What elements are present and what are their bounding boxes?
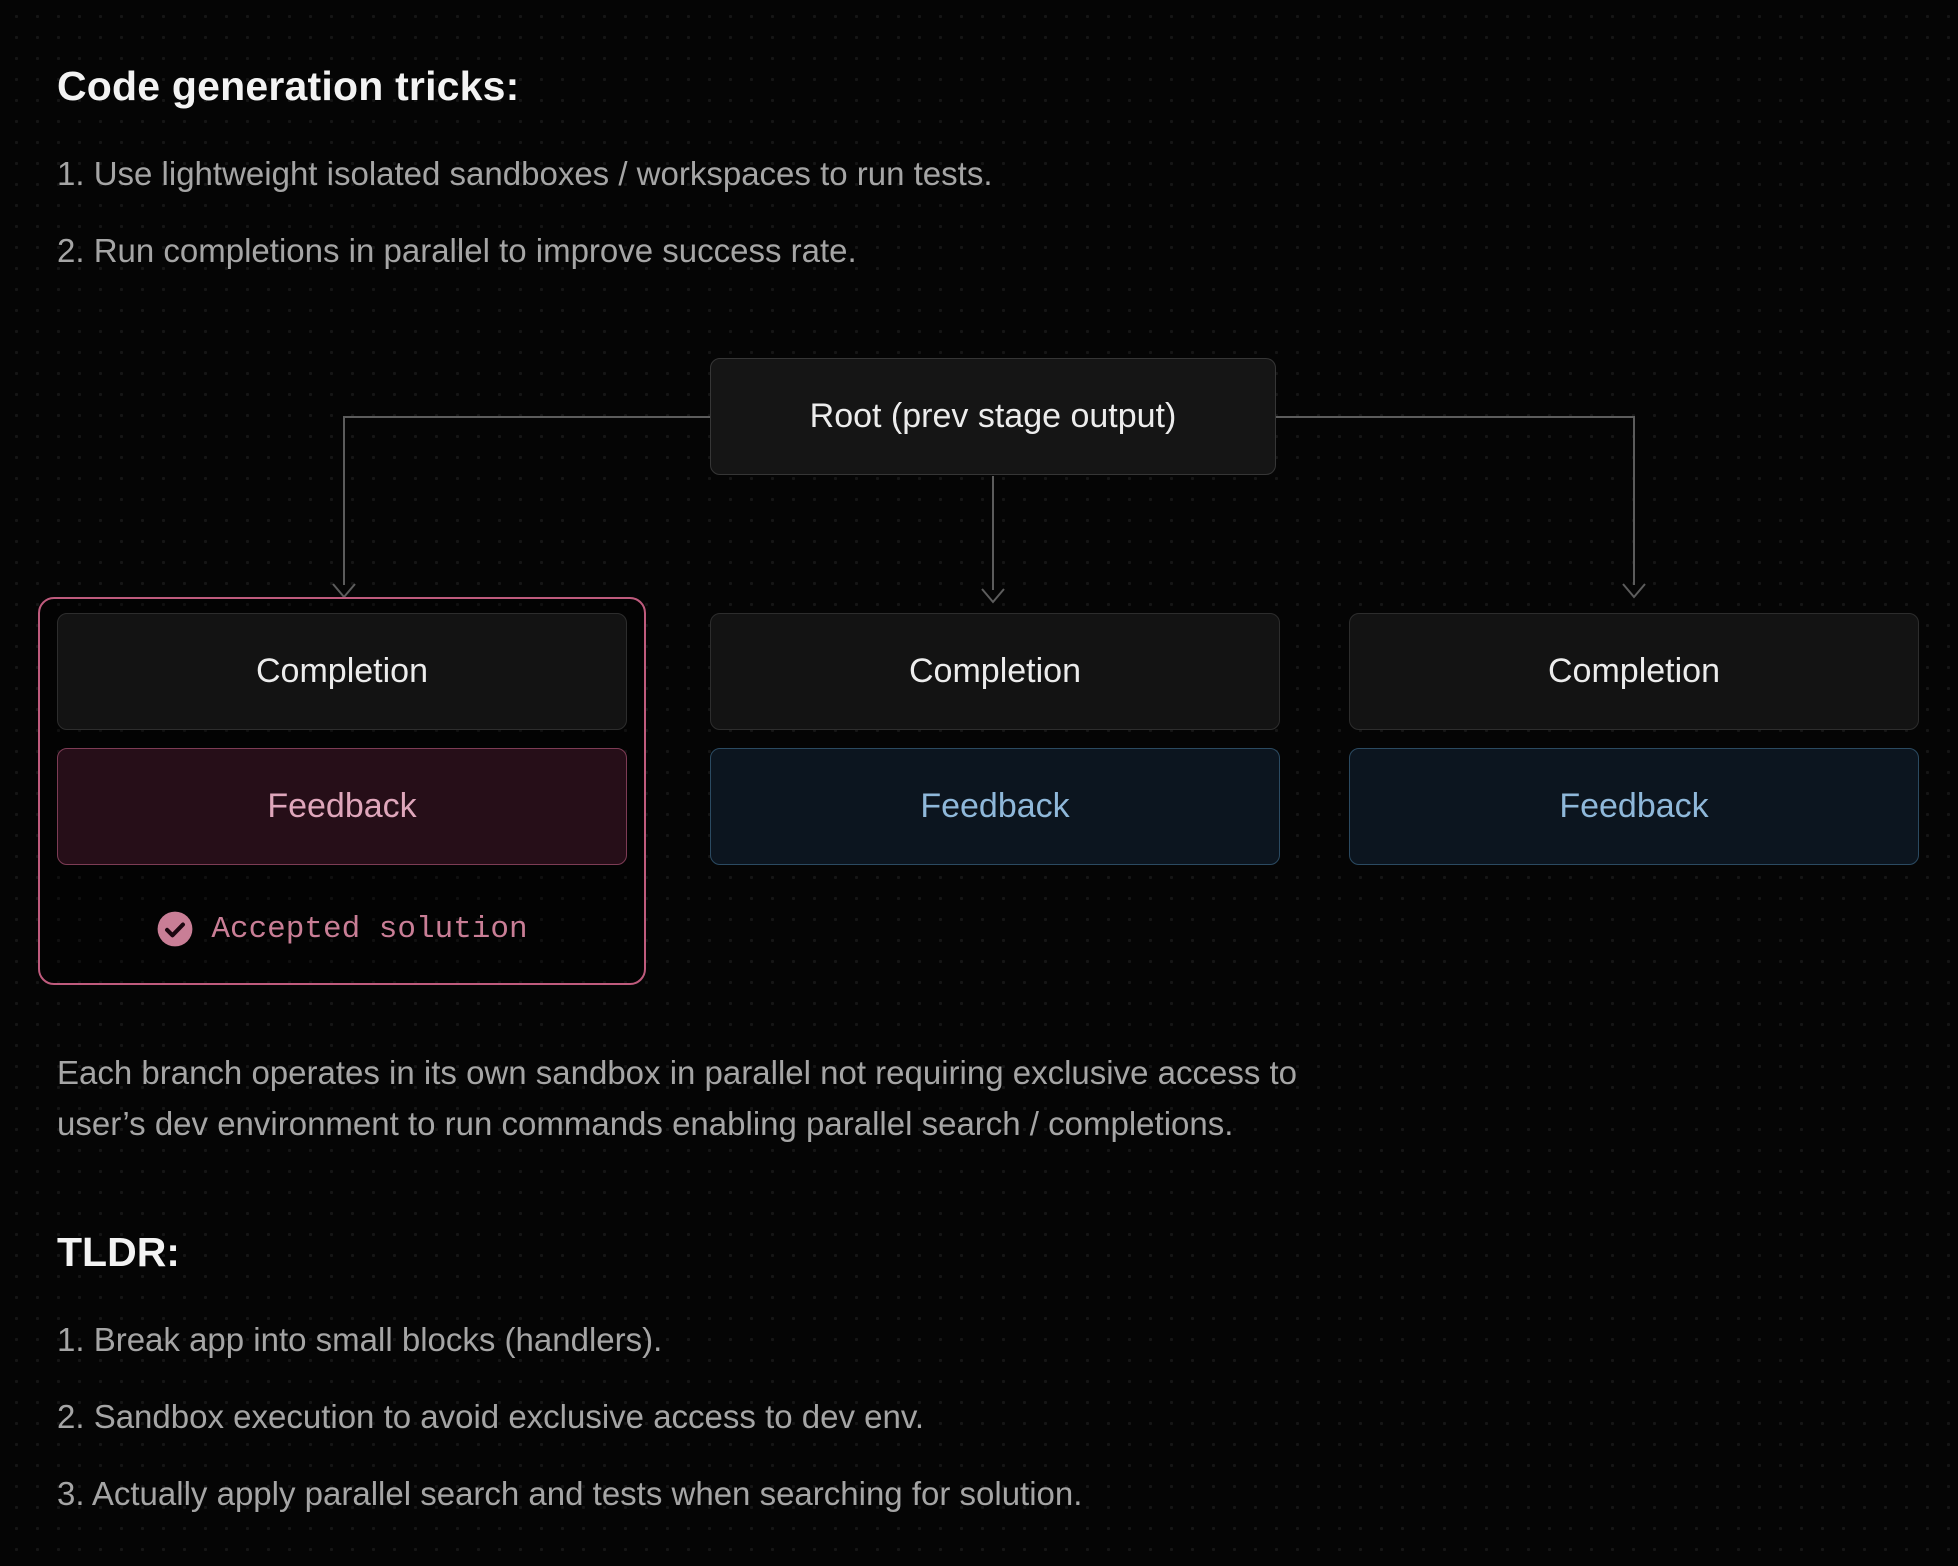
completion-node: Completion — [1349, 613, 1919, 730]
completion-node: Completion — [710, 613, 1280, 730]
intro-item-1: 1. Use lightweight isolated sandboxes / … — [57, 155, 993, 192]
feedback-label: Feedback — [1559, 787, 1709, 825]
root-node-label: Root (prev stage output) — [809, 397, 1177, 435]
intro-list: 1. Use lightweight isolated sandboxes / … — [57, 152, 993, 306]
branch-accepted-group: Completion Feedback Accepted solution — [38, 597, 646, 985]
completion-label: Completion — [909, 652, 1081, 690]
accepted-solution-row: Accepted solution — [40, 899, 644, 959]
feedback-label: Feedback — [920, 787, 1070, 825]
explanation-line-1: Each branch operates in its own sandbox … — [57, 1054, 1298, 1091]
explanation-paragraph: Each branch operates in its own sandbox … — [57, 1047, 1297, 1149]
completion-label: Completion — [1548, 652, 1720, 690]
tldr-item-1: 1. Break app into small blocks (handlers… — [57, 1321, 663, 1358]
intro-item-2: 2. Run completions in parallel to improv… — [57, 232, 857, 269]
tldr-item-2: 2. Sandbox execution to avoid exclusive … — [57, 1398, 925, 1435]
feedback-node-accepted: Feedback — [57, 748, 627, 865]
completion-node: Completion — [57, 613, 627, 730]
check-circle-icon — [157, 911, 193, 947]
feedback-node: Feedback — [1349, 748, 1919, 865]
feedback-label: Feedback — [267, 787, 417, 825]
tldr-item-3: 3. Actually apply parallel search and te… — [57, 1475, 1083, 1512]
page-title: Code generation tricks: — [57, 63, 520, 109]
explanation-line-2: user’s dev environment to run commands e… — [57, 1105, 1234, 1142]
feedback-node: Feedback — [710, 748, 1280, 865]
tldr-list: 1. Break app into small blocks (handlers… — [57, 1318, 1082, 1549]
tldr-title: TLDR: — [57, 1229, 180, 1275]
completion-label: Completion — [256, 652, 428, 690]
accepted-solution-label: Accepted solution — [211, 911, 528, 947]
root-node: Root (prev stage output) — [710, 358, 1276, 475]
